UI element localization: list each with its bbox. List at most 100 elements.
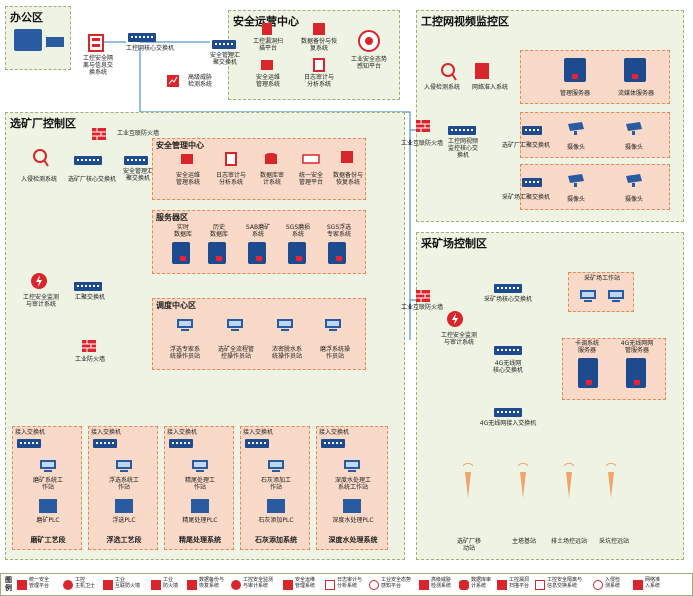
sec-agg-switch-label: 安全管理汇 聚交换机 (209, 52, 240, 66)
video-ids-icon (441, 63, 457, 81)
zone-plant-title: 选矿厂控制区 (10, 117, 76, 130)
workstation-icon (580, 290, 596, 302)
legend-item: 工控安全隔离与 信息交换系统 (547, 577, 583, 589)
core-switch-label: 工控网核心交换机 (125, 45, 174, 52)
legend-item: 统一安全 管理平台 (29, 577, 50, 589)
video-plant-agg-label: 选矿厂汇聚交换机 (501, 142, 550, 149)
office-switch-icon (46, 37, 64, 47)
server-label: 历史 数据库 (209, 224, 228, 238)
plant-agg-label: 汇聚交换机 (74, 294, 105, 301)
server-icon (328, 242, 346, 264)
server-icon (288, 242, 306, 264)
legend-item: 工业 互联防火墙 (115, 577, 141, 589)
section-station-label: 浮选系统工 作站 (108, 477, 139, 491)
mine-workstation-box: 采矿场工作站 (568, 272, 634, 312)
tower-label: 排土场控远站 (550, 538, 587, 545)
plant-agg-switch-icon (124, 156, 148, 165)
legend-threat-icon (419, 580, 429, 590)
section-box: 接入交换机 磨矿系统工 作站 磨矿PLC 磨矿工艺段 (12, 426, 82, 550)
dispatch-station-label: 浮选专家系 统操作员站 (169, 346, 200, 360)
situation-awareness-icon (358, 30, 380, 52)
legend-item: 入侵检 测系统 (605, 577, 621, 589)
tower-label: 采坑控远站 (598, 538, 629, 545)
section-title: 深度水处理系统 (328, 536, 378, 544)
video-fw-label: 工业互联防火墙 (400, 140, 443, 147)
workstation-icon (325, 319, 341, 331)
section-access-label: 接入交换机 (91, 429, 122, 436)
workstation-icon (608, 290, 624, 302)
legend-nac-icon (633, 580, 643, 590)
video-mgmt-server-icon (564, 58, 586, 82)
log-audit-icon (313, 58, 325, 72)
plant-agg-switch-label: 安全管理汇 聚交换机 (122, 168, 153, 182)
workstation-icon (277, 319, 293, 331)
mine-audit-label: 工控安全监测 与审计系统 (440, 332, 477, 346)
access-switch-icon (17, 439, 41, 448)
mine-4g-access-label: 4G无线网接入交换机 (479, 420, 537, 427)
legend-item: 工业安全态势 感知平台 (381, 577, 412, 589)
workstation-icon (177, 319, 193, 331)
video-core-switch-icon (448, 126, 476, 135)
video-nac-label: 网络准入系统 (471, 84, 508, 91)
plc-icon (267, 499, 285, 513)
server-label: SGS磨损 系统 (285, 224, 311, 238)
legend-isolation-icon (535, 580, 545, 590)
plant-audit-icon (31, 273, 47, 289)
threat-detection-label: 高级威胁 检测系统 (187, 74, 212, 88)
legend-ops-icon (283, 580, 293, 590)
video-media-server-label: 流媒体服务器 (617, 90, 654, 97)
dispatch-box: 调度中心区 (152, 298, 366, 370)
camera-label: 摄像头 (566, 196, 585, 203)
plant-fw-top-label: 工业互联防火墙 (116, 130, 159, 137)
backup-label: 数据备份与恢 复系统 (300, 38, 337, 52)
mine-srv-b-label: 4G无线网网 管服务器 (620, 340, 654, 354)
mc-db-audit-label: 数据库审 计系统 (259, 172, 284, 186)
dispatch-station-label: 选矿全流程管 控操作员站 (217, 346, 254, 360)
workstation-icon (227, 319, 243, 331)
plant-core-switch-icon (74, 156, 102, 165)
video-fw-icon (416, 120, 430, 132)
plant-fw-bottom-icon (82, 340, 96, 352)
section-title: 磨矿工艺段 (30, 536, 66, 544)
workstation-icon (40, 460, 56, 472)
camera-label: 摄像头 (624, 196, 643, 203)
section-box: 接入交换机 浮选系统工 作站 浮选PLC 浮选工艺段 (88, 426, 158, 550)
access-switch-icon (169, 439, 193, 448)
isolation-gateway-label: 工控安全隔 离与信息交 换系统 (82, 55, 113, 76)
mc-log-icon (225, 152, 237, 166)
radio-tower-icon (462, 462, 474, 498)
legend-item: 高级威胁 检测系统 (431, 577, 452, 589)
section-title: 浮选工艺段 (106, 536, 142, 544)
plant-ids-icon (33, 149, 49, 167)
legend-unified-icon (17, 580, 27, 590)
mc-log-label: 日志审计与 分析系统 (215, 172, 246, 186)
section-plc-label: 石灰添加PLC (258, 517, 294, 524)
vuln-scan-icon (262, 23, 272, 35)
server-icon (208, 242, 226, 264)
mine-4g-core-label: 4G无线网 核心交换机 (492, 360, 523, 374)
mc-backup-label: 数据备份与 恢复系统 (332, 172, 363, 186)
camera-label: 摄像头 (624, 144, 643, 151)
plant-audit-label: 工控安全监测 与审计系统 (22, 294, 59, 308)
sec-agg-switch-icon (212, 40, 236, 49)
server-zone-title: 服务器区 (156, 213, 188, 222)
mine-audit-icon (447, 311, 463, 327)
radio-tower-icon (517, 462, 529, 498)
mine-core-switch-icon (494, 284, 522, 293)
mine-fw-icon (416, 290, 430, 302)
mine-fw-label: 工业互联防火墙 (400, 304, 443, 311)
server-label: 实时 数据库 (173, 224, 192, 238)
workstation-icon (344, 460, 360, 472)
server-label: SGS浮选 专家系统 (326, 224, 352, 238)
plc-icon (39, 499, 57, 513)
zone-video-title: 工控网视频监控区 (421, 15, 509, 28)
legend-item: 数据库审 计系统 (471, 577, 492, 589)
plc-icon (115, 499, 133, 513)
legend-item: 日志审计与 分析系统 (337, 577, 363, 589)
camera-icon (626, 122, 642, 135)
video-mine-agg-switch-icon (522, 178, 542, 187)
mgmt-center-box: 安全管理中心 (152, 138, 366, 200)
legend-backup-icon (187, 580, 197, 590)
section-access-label: 接入交换机 (15, 429, 46, 436)
legend-title: 图 例 (5, 576, 12, 592)
